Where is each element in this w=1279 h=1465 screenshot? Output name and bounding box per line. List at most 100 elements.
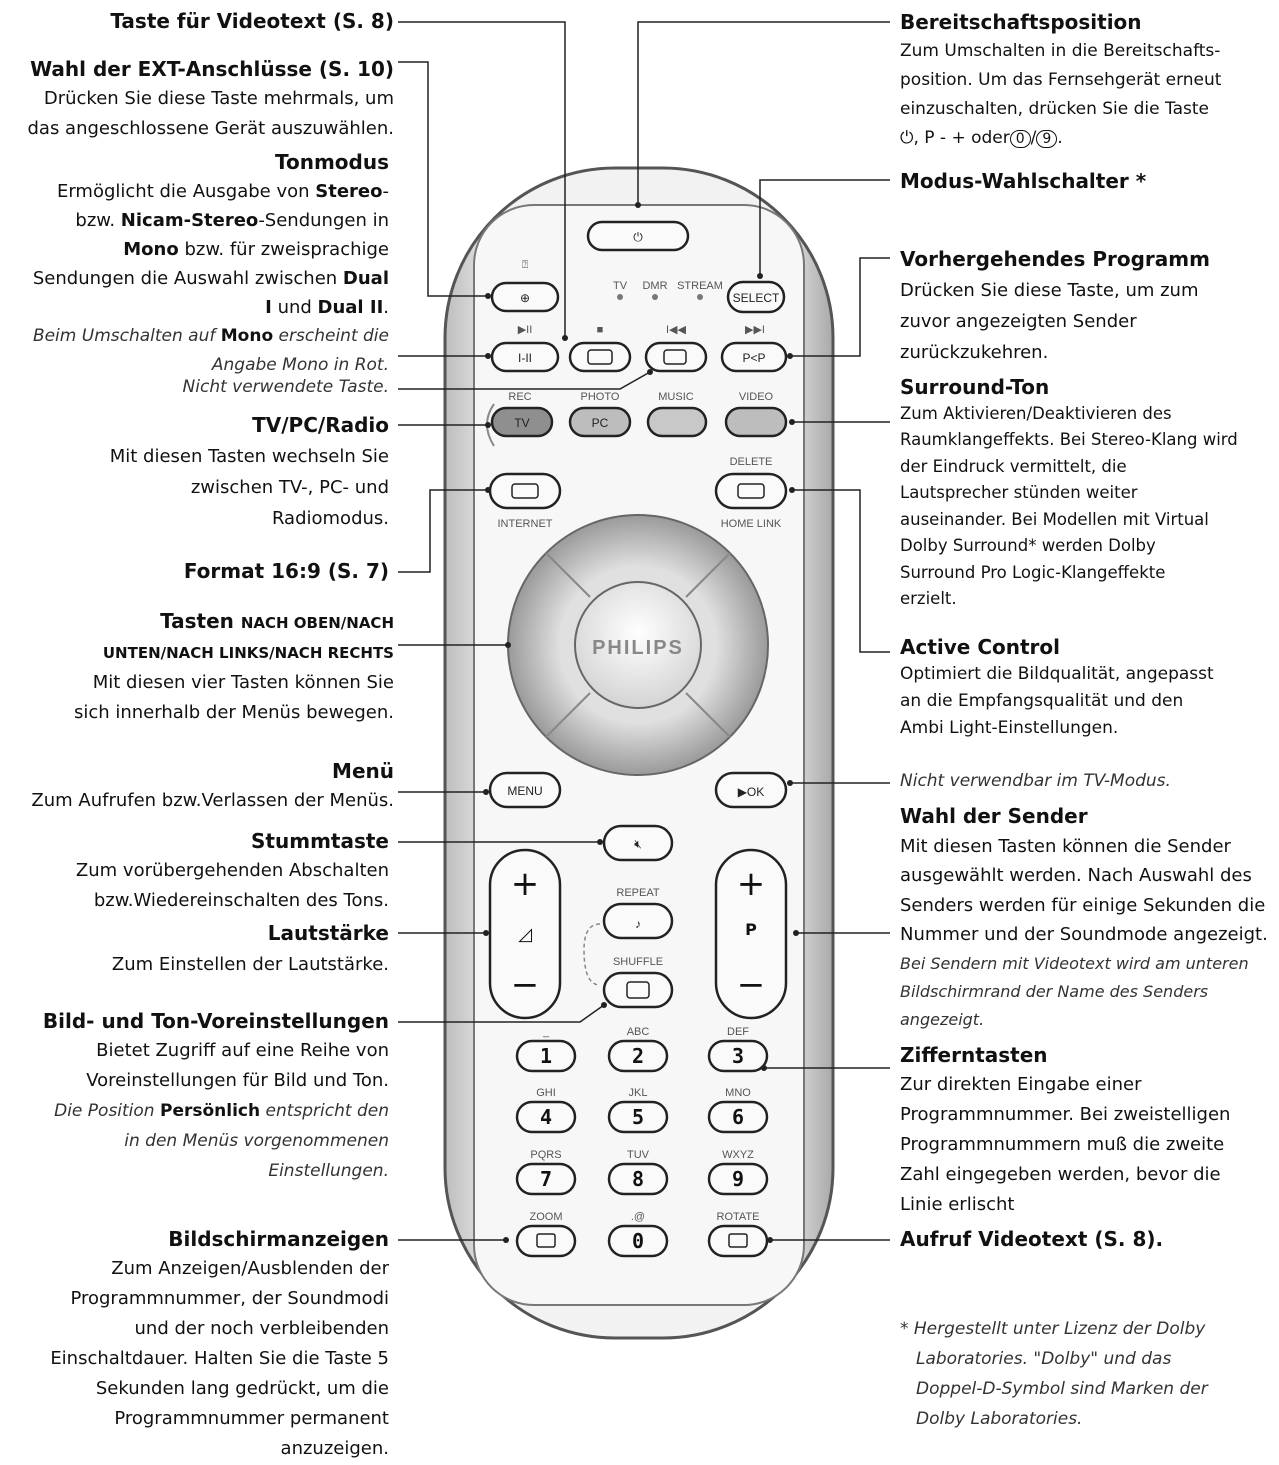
digit-button[interactable] — [707, 1162, 769, 1196]
standby-title: Bereitschaftsposition — [900, 10, 1142, 34]
unused-button — [644, 341, 708, 373]
tonmodus-line: bzw. Nicam-Stereo-Sendungen in — [75, 210, 389, 231]
svg-text:−: − — [511, 965, 540, 1005]
svg-text:🔇︎: 🔇︎ — [634, 837, 642, 851]
digit-key-text: 9 — [732, 1167, 744, 1191]
footnote-line: Dolby Laboratories. — [916, 1409, 1083, 1429]
repeat-button — [602, 902, 674, 940]
digit-label: _ — [542, 1026, 550, 1038]
arrows-callout: Tasten NACH OBEN/NACH UNTEN/NACH LINKS/N… — [0, 606, 394, 728]
videotext-callout: Taste für Videotext (S. 8) — [0, 6, 394, 36]
mode-callout: Modus-Wahlschalter * — [900, 166, 1275, 196]
digit-key-text: 1 — [540, 1044, 552, 1068]
standby-line: einzuschalten, drücken Sie die Taste — [900, 99, 1209, 119]
svg-text:P<P: P<P — [742, 351, 765, 365]
select-label: SELECT — [733, 291, 780, 305]
osd-line: Programmnummer permanent — [114, 1408, 389, 1429]
digit-button[interactable] — [607, 1162, 669, 1196]
osd-line: anzuzeigen. — [280, 1438, 389, 1459]
digit-label: MNO — [725, 1087, 751, 1099]
tonmodus-line: I und Dual II. — [265, 297, 389, 318]
svg-text:▶▶I: ▶▶I — [745, 324, 765, 336]
digit-button[interactable] — [515, 1039, 577, 1073]
digit-key-text: 6 — [732, 1105, 744, 1129]
active-line: Ambi Light-Einstellungen. — [900, 718, 1119, 738]
digits-line: Programmnummern muß die zweite — [900, 1134, 1225, 1155]
surround-title: Surround-Ton — [900, 375, 1050, 399]
digits-callout: Zifferntasten Zur direkten Eingabe einer… — [900, 1040, 1275, 1220]
digit-button[interactable] — [515, 1224, 577, 1258]
digit-key-text: 3 — [732, 1044, 744, 1068]
tonmodus-line: Sendungen die Auswahl zwischen Dual — [32, 268, 389, 289]
digit-button[interactable] — [515, 1162, 577, 1196]
unused-key-note: Nicht verwendete Taste. — [182, 377, 389, 397]
digit-button[interactable] — [607, 1224, 669, 1258]
surround-line: Raumklangeffekts. Bei Stereo-Klang wird — [900, 430, 1238, 449]
svg-text:PHOTO: PHOTO — [581, 391, 620, 403]
svg-text:TV: TV — [514, 416, 529, 430]
active-line: an die Empfangsqualität und den — [900, 691, 1184, 711]
digit-button[interactable] — [707, 1224, 769, 1258]
select-button — [726, 280, 786, 314]
standby-line: position. Um das Fernsehgerät erneut — [900, 70, 1222, 90]
digit-label: .@ — [631, 1211, 645, 1223]
tonmodus-note: Angabe Mono in Rot. — [211, 355, 389, 375]
tvpc-line: Mit diesen Tasten wechseln Sie — [109, 446, 389, 467]
mode-label-dmr: DMR — [642, 280, 667, 292]
format-callout: Format 16:9 (S. 7) — [0, 556, 389, 586]
digit-key-text: 0 — [632, 1229, 644, 1253]
digit-key-text: 5 — [632, 1105, 644, 1129]
format-button — [488, 472, 562, 510]
menu-button — [488, 771, 562, 809]
presets-note: Die Position Persönlich entspricht den — [54, 1101, 389, 1121]
surround-line: Surround Pro Logic-Klangeffekte — [900, 562, 1166, 582]
mode-label-tv: TV — [613, 280, 628, 292]
mute-line: Zum vorübergehenden Abschalten — [75, 860, 389, 881]
surround-line: Dolby Surround* werden Dolby — [900, 536, 1156, 555]
channels-note: Bildschirmrand der Name des Senders — [900, 981, 1209, 1001]
ext-title: Wahl der EXT-Anschlüsse (S. 10) — [30, 57, 394, 81]
channels-title: Wahl der Sender — [900, 804, 1088, 828]
tonmodus-title: Tonmodus — [274, 150, 389, 174]
volume-line: Zum Einstellen der Lautstärke. — [111, 954, 389, 975]
digit-button[interactable] — [707, 1039, 769, 1073]
surround-line: der Eindruck vermittelt, die — [900, 456, 1127, 476]
svg-text:▶II: ▶II — [518, 324, 533, 336]
svg-text:MUSIC: MUSIC — [658, 391, 694, 403]
digit-label: TUV — [627, 1149, 650, 1161]
svg-text:DELETE: DELETE — [730, 456, 773, 468]
prev-line: zurückzukehren. — [900, 342, 1049, 363]
footnote-line: Doppel-D-Symbol sind Marken der — [916, 1379, 1208, 1399]
digits-title: Zifferntasten — [900, 1043, 1048, 1067]
digit-key-text: 4 — [540, 1105, 552, 1129]
digit-button[interactable] — [607, 1100, 669, 1134]
preset-button — [602, 971, 674, 1009]
active-control-button — [714, 472, 788, 510]
surround-line: auseinander. Bei Modellen mit Virtual — [900, 509, 1209, 529]
digit-key-text: 8 — [632, 1167, 644, 1191]
svg-text:+: + — [511, 864, 540, 904]
svg-text:REC: REC — [508, 391, 531, 403]
teletext-callout: Aufruf Videotext (S. 8). — [900, 1224, 1275, 1254]
tonmodus-line: Mono bzw. für zweisprachige — [123, 239, 389, 260]
digit-label: DEF — [727, 1026, 749, 1038]
footnote-line: * Hergestellt unter Lizenz der Dolby — [900, 1319, 1206, 1339]
digits-line: Zahl eingegeben werden, bevor die — [900, 1164, 1221, 1185]
digit-label: ZOOM — [530, 1211, 563, 1223]
svg-text:MENU: MENU — [507, 784, 542, 798]
digit-button[interactable] — [515, 1100, 577, 1134]
tonmodus-callout: Tonmodus Ermöglicht die Ausgabe von Ster… — [0, 148, 389, 380]
arrows-line: Mit diesen vier Tasten können Sie — [92, 672, 394, 693]
svg-text:■: ■ — [597, 324, 604, 336]
surround-callout: Surround-Ton Zum Aktivieren/Deaktivieren… — [900, 374, 1275, 613]
tvpc-line: Radiomodus. — [271, 508, 389, 529]
ext-line: Drücken Sie diese Taste mehrmals, um — [43, 88, 394, 109]
mode-title: Modus-Wahlschalter * — [900, 169, 1147, 193]
channels-note: Bei Sendern mit Videotext wird am untere… — [900, 953, 1249, 973]
digit-button[interactable] — [707, 1100, 769, 1134]
digit-button[interactable] — [607, 1039, 669, 1073]
menu-title: Menü — [332, 759, 394, 783]
surround-line: Lautsprecher stünden weiter — [900, 483, 1138, 502]
video-source-button — [724, 406, 788, 438]
tonmodus-line: Ermöglicht die Ausgabe von Stereo- — [56, 181, 389, 202]
